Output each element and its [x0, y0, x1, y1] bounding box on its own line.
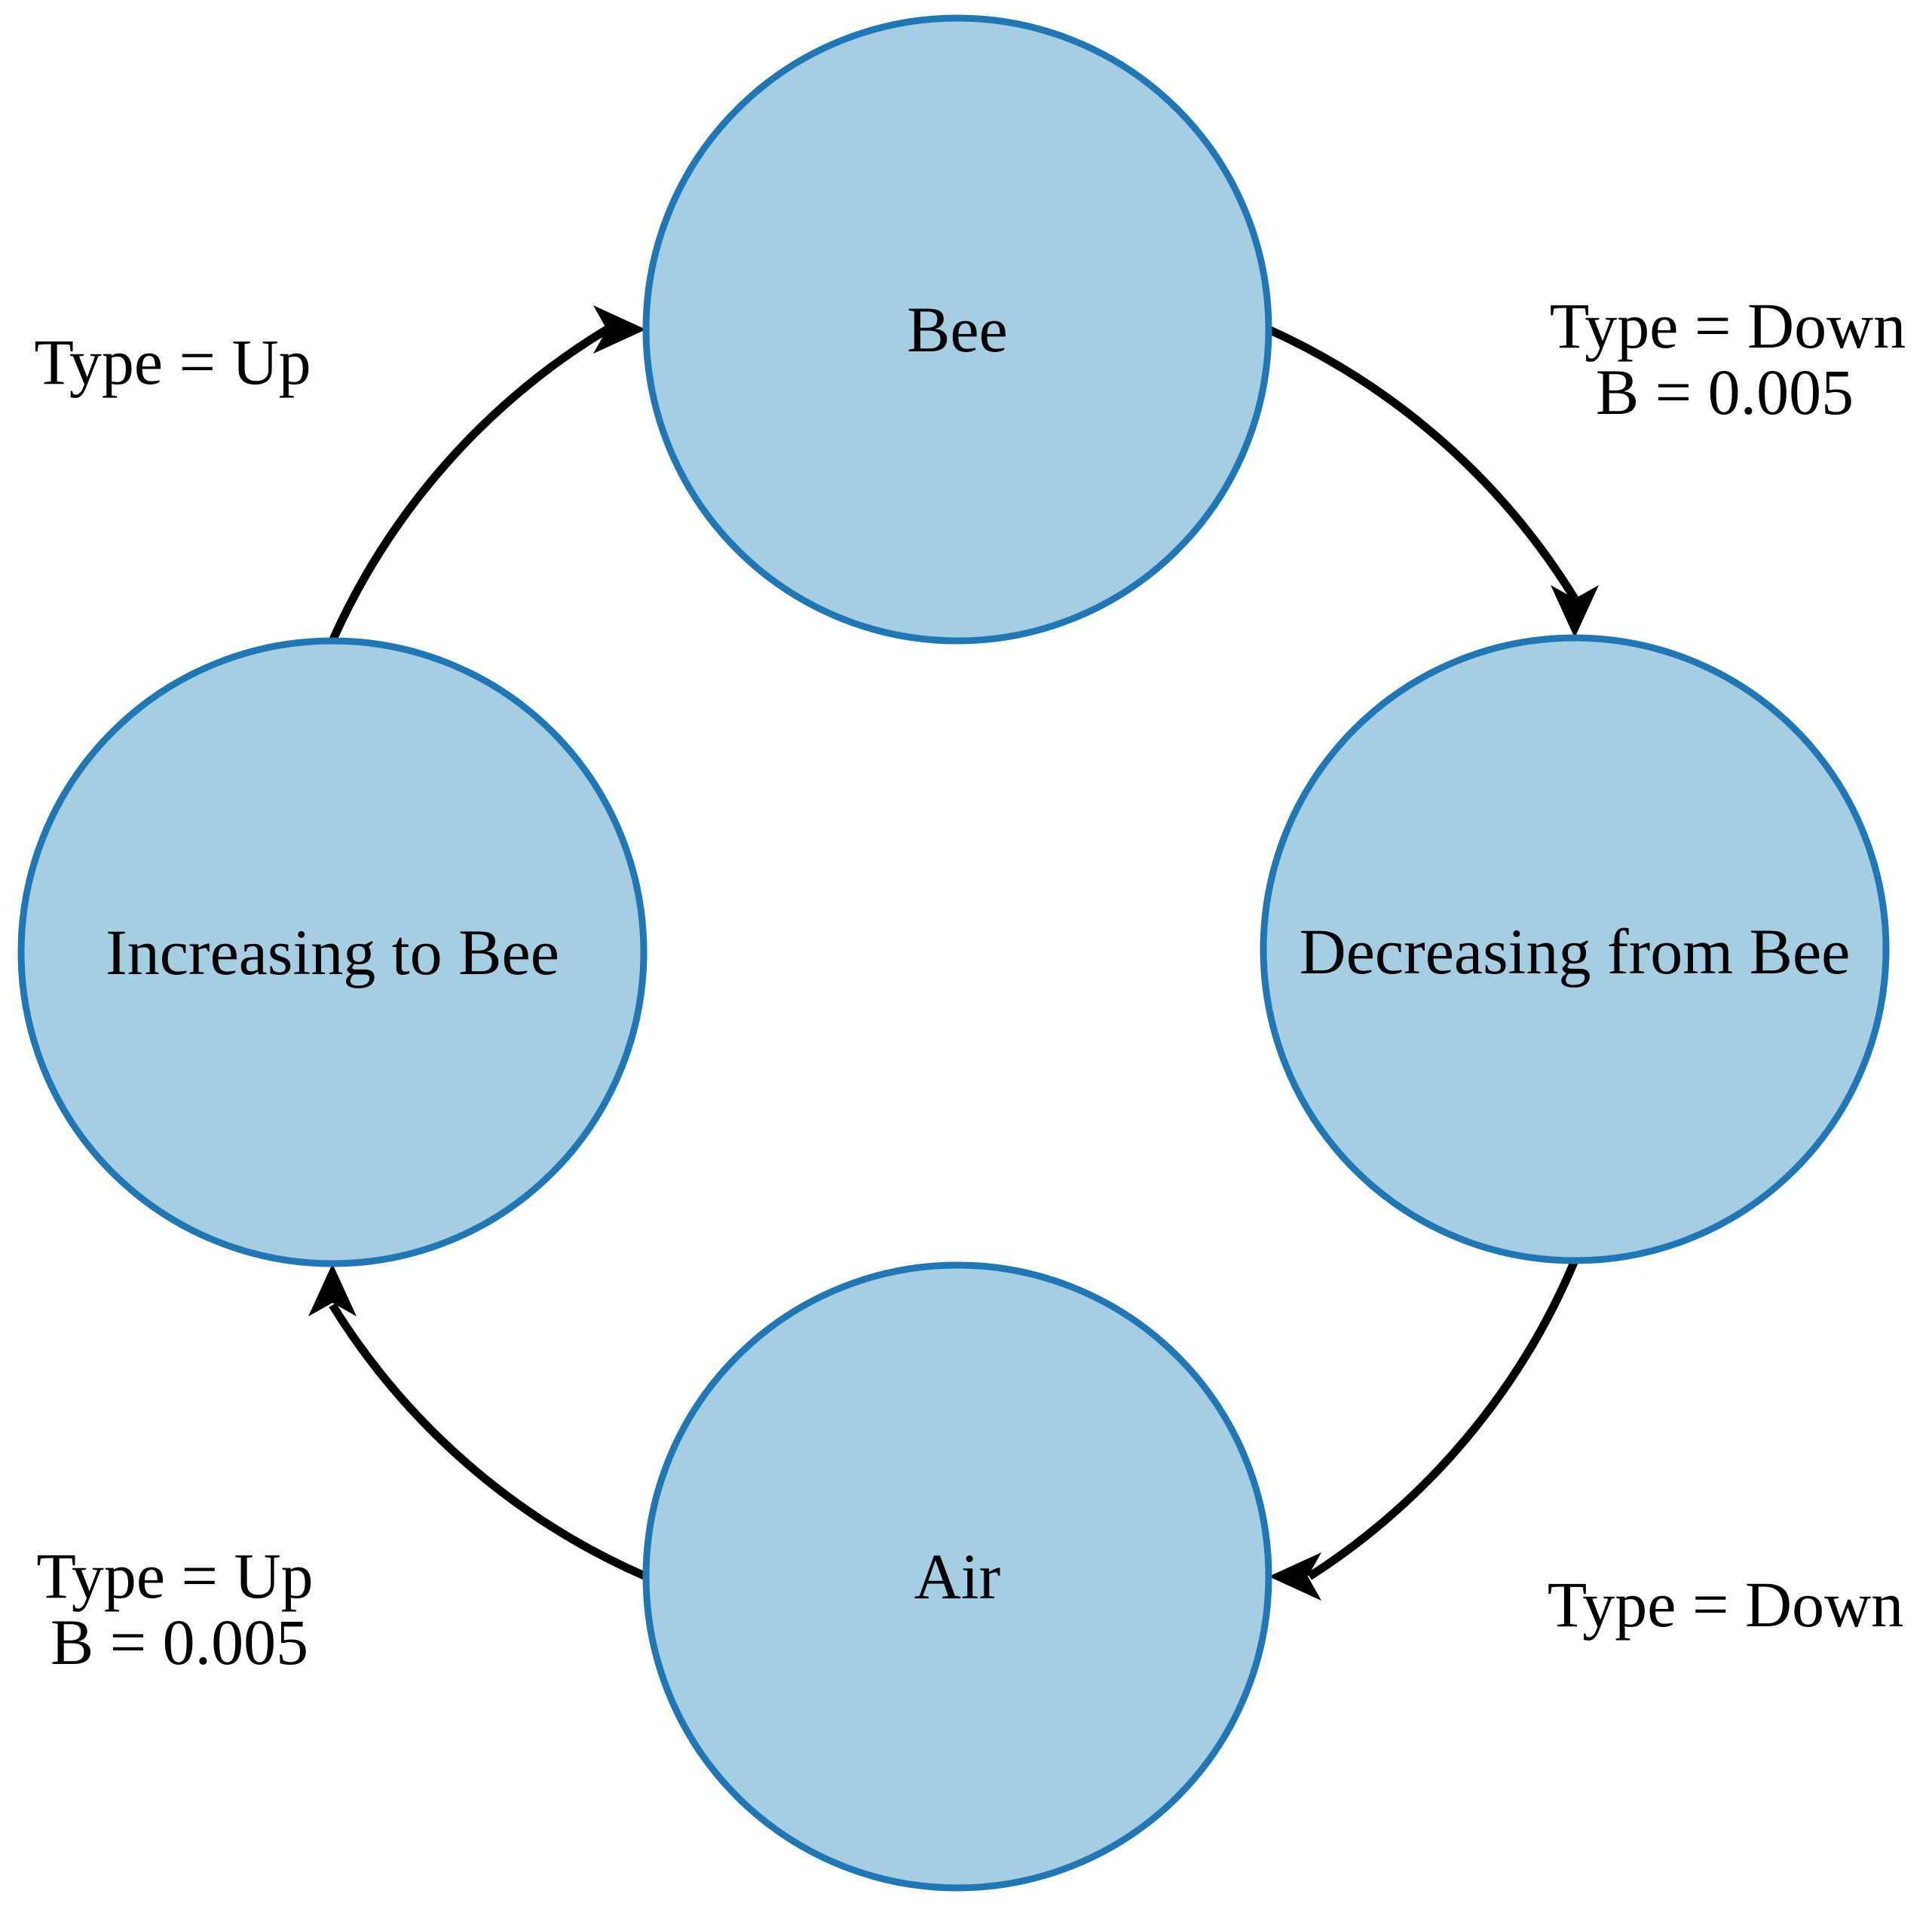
node-increasing-to-bee-circle: [17, 637, 648, 1267]
edge-labels: Type = Up Type = Down B = 0.005 Type = D…: [34, 290, 1906, 1678]
edge-air-to-increasing-arrow: [329, 1303, 648, 1581]
edge-air-to-increasing-arrowhead-icon: [308, 1264, 357, 1316]
edge-decreasing-to-air-arrowhead-icon: [1269, 1552, 1321, 1601]
node-increasing-to-bee-label: Increasing to Bee: [106, 916, 559, 988]
edge-label-bee-to-decreasing-line2: B = 0.005: [1596, 356, 1854, 428]
edge-decreasing-to-air-arrow: [1307, 1258, 1579, 1580]
edge-bee-to-decreasing-arrowhead-icon: [1551, 585, 1599, 638]
edge-bee-to-decreasing-arrow: [1266, 325, 1578, 601]
edge-label-increasing-to-bee: Type = Up: [34, 326, 311, 398]
node-decreasing-from-bee-circle: [1260, 634, 1890, 1264]
edge-label-bee-to-decreasing-line1: Type = Down: [1550, 290, 1906, 362]
edge-increasing-to-bee-arrowhead-icon: [593, 305, 646, 354]
edges: [308, 305, 1599, 1601]
edge-label-decreasing-to-air: Type = Down: [1548, 1568, 1903, 1641]
node-bee-circle: [642, 14, 1272, 645]
nodes: Bee Decreasing from Bee Air Increasing t…: [17, 14, 1890, 1892]
node-bee-label: Bee: [907, 293, 1008, 366]
node-air-label: Air: [914, 1540, 1001, 1613]
edge-increasing-to-bee-arrow: [328, 326, 609, 643]
node-decreasing-from-bee-label: Decreasing from Bee: [1300, 915, 1851, 988]
edge-label-air-to-increasing-line2: B = 0.005: [51, 1606, 308, 1678]
edge-label-air-to-increasing-line1: Type = Up: [36, 1540, 313, 1612]
node-air-circle: [642, 1261, 1272, 1892]
